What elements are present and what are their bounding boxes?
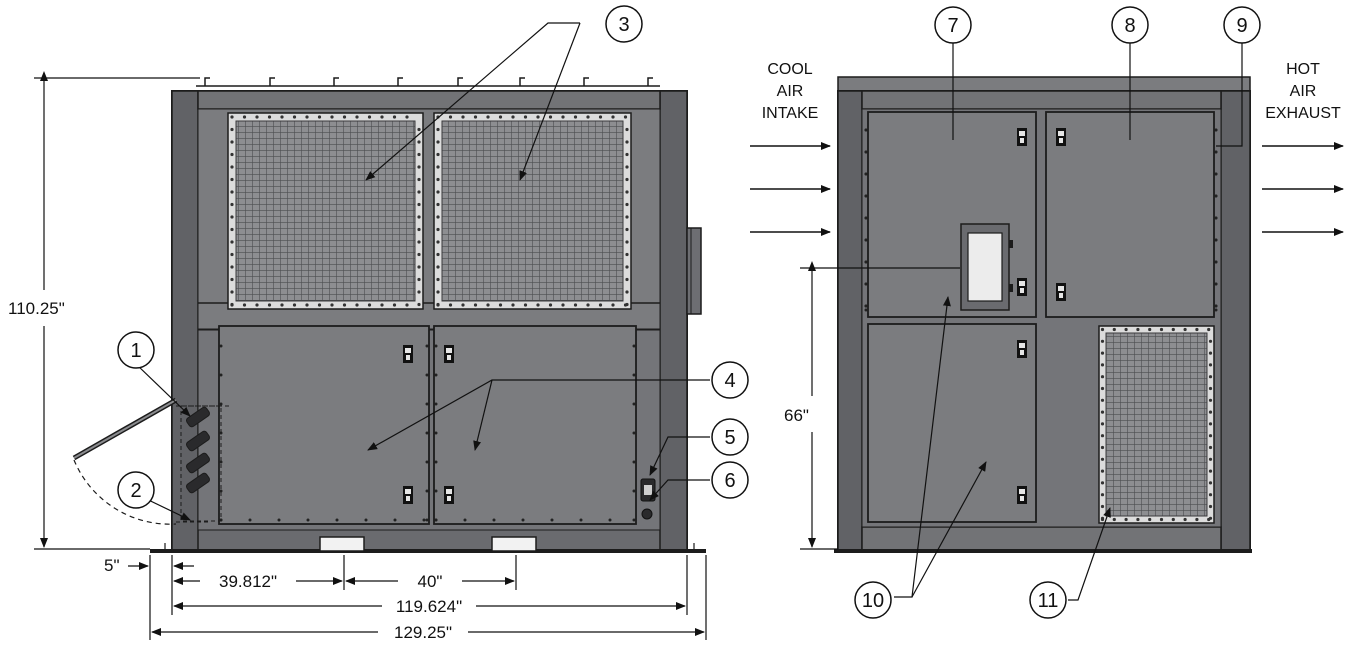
svg-text:INTAKE: INTAKE: [762, 105, 819, 122]
dim-height-door: 66": [784, 406, 809, 425]
door-latch: [1017, 128, 1066, 504]
swing-panel: [72, 397, 232, 525]
callout-number: 5: [724, 427, 735, 449]
base-rail: [150, 549, 706, 553]
access-door-left: [218, 325, 430, 525]
power-connector-icon: [185, 406, 211, 494]
callout-number: 8: [1124, 15, 1135, 37]
left-unit-view: [72, 77, 706, 553]
callout-number: 10: [862, 590, 884, 612]
svg-text:AIR: AIR: [777, 83, 804, 100]
dim-offset-left: 5": [104, 556, 120, 575]
roof-hooks: [196, 77, 660, 87]
svg-text:AIR: AIR: [1290, 83, 1317, 100]
callouts: 1 2 3 4 5 6 7 8 9 10 11: [117, 5, 1261, 619]
airflow-arrows: [750, 142, 1344, 236]
callout-number: 4: [724, 370, 735, 392]
door-bolts: [864, 128, 1218, 312]
base-rail: [834, 549, 1252, 553]
svg-text:HOT: HOT: [1286, 61, 1320, 78]
left-post: [837, 90, 863, 551]
callout-3: 3: [605, 5, 643, 43]
callout-number: 7: [947, 15, 958, 37]
dim-span-a: 39.812": [219, 572, 277, 591]
cool-air-intake-label: COOL AIR INTAKE: [762, 61, 819, 122]
callout-5: 5: [711, 418, 749, 456]
callout-6: 6: [711, 461, 749, 499]
connector-panel: [180, 405, 222, 522]
right-unit-view: [834, 76, 1252, 553]
callout-number: 6: [724, 470, 735, 492]
access-door-right: [433, 325, 637, 525]
svg-text:EXHAUST: EXHAUST: [1265, 105, 1341, 122]
leader-lines: [135, 22, 1243, 601]
dim-width-total: 129.25": [394, 623, 452, 642]
roof-cap: [837, 76, 1251, 92]
right-post: [1220, 90, 1251, 551]
condenser-grille-right: [433, 112, 632, 310]
control-display: [960, 223, 1013, 311]
callout-8: 8: [1111, 6, 1149, 44]
top-rail: [197, 90, 661, 110]
grille-bolts: [436, 115, 629, 307]
dim-width-inner: 119.624": [396, 597, 462, 616]
callout-number: 9: [1236, 15, 1247, 37]
callout-2: 2: [117, 471, 155, 509]
callout-4: 4: [711, 361, 749, 399]
svg-text:COOL: COOL: [767, 61, 812, 78]
callout-1: 1: [117, 331, 155, 369]
panel-10-lower: [867, 323, 1037, 523]
panel-8: [1045, 111, 1215, 318]
dim-height-total: 110.25": [8, 299, 65, 318]
side-flange: [686, 227, 702, 315]
dimension-labels: 110.25" 66" 5" 39.812" 40" 119.624" 129.…: [8, 299, 809, 642]
forklift-slot: [319, 536, 365, 552]
left-post: [171, 90, 199, 551]
callout-9: 9: [1223, 6, 1261, 44]
callout-number: 3: [618, 14, 629, 36]
condenser-grille-left: [227, 112, 424, 310]
callout-number: 1: [130, 340, 141, 362]
callout-number: 11: [1038, 590, 1059, 612]
ground-lug-icon: [641, 508, 653, 520]
right-post: [659, 90, 688, 551]
grille-bolts: [230, 115, 421, 307]
callout-10: 10: [854, 581, 892, 619]
callout-11: 11: [1029, 581, 1067, 619]
dimension-lines: [34, 71, 960, 640]
callout-7: 7: [934, 6, 972, 44]
forklift-slot: [491, 536, 537, 552]
hot-air-exhaust-label: HOT AIR EXHAUST: [1265, 61, 1341, 122]
grille-bolts: [1100, 327, 1213, 522]
callout-number: 2: [130, 480, 141, 502]
dim-span-b: 40": [418, 572, 443, 591]
evaporator-grille: [1098, 325, 1215, 524]
door-latch: [403, 345, 454, 504]
door-bolts: [219, 344, 636, 522]
